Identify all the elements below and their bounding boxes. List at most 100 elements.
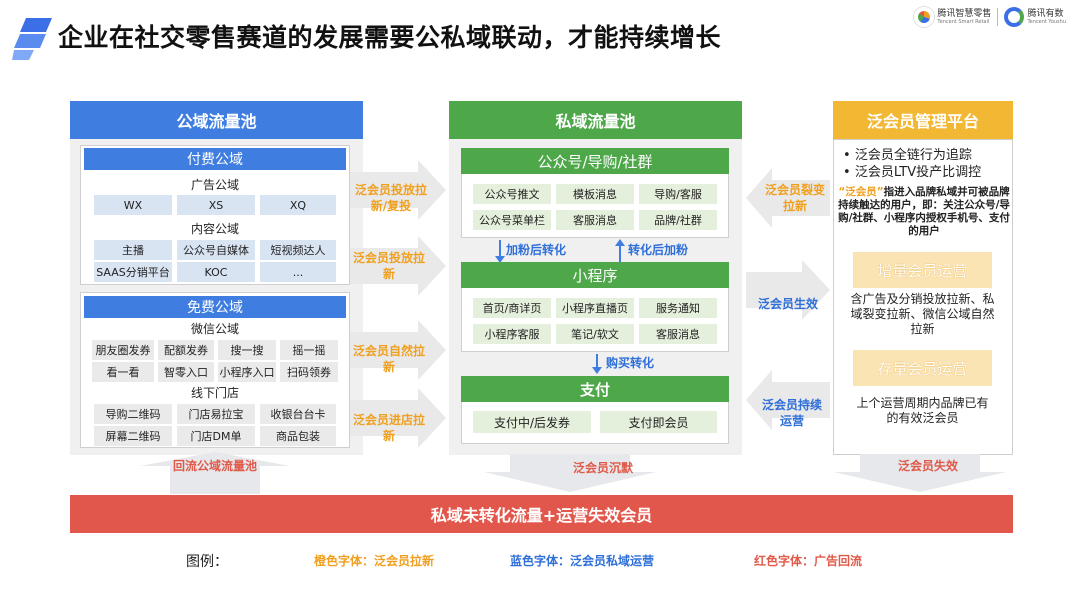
- flow-arrow: [350, 160, 446, 220]
- wechat-channel-cell: 配额发券: [158, 340, 214, 360]
- content-channel-cell: SAAS分销平台: [94, 262, 172, 282]
- growth-ops-header: 增量会员运营: [853, 252, 992, 288]
- member-definition-text: 指进入品牌私域并可被品牌持续触达的用户，即：关注公众号/导购/社群、小程序内授权…: [838, 186, 1010, 237]
- member-definition-highlight: “泛会员”: [838, 186, 884, 198]
- flow-arrow-right: [746, 260, 830, 320]
- oa-header: 公众号/导购/社群: [461, 148, 729, 174]
- growth-ops-text: 含广告及分销投放拉新、私域裂变拉新、微信公域自然拉新: [850, 292, 995, 336]
- label-return-to-public: 回流公域流量池: [172, 459, 257, 473]
- offline-channel-cell: 收银台台卡: [260, 404, 336, 424]
- app-logo-icon: [12, 18, 52, 60]
- arrow-up-head: [615, 239, 625, 246]
- oa-touchpoint-cell: 客服消息: [556, 210, 634, 230]
- brand-divider: [997, 8, 999, 26]
- flow-arrow-left: [746, 168, 830, 228]
- platform-bullet-text: 泛会员LTV投产比调控: [854, 165, 982, 180]
- flow-arrow-down: [834, 454, 1006, 492]
- youshu-logo-icon: [1004, 7, 1025, 27]
- flow-arrow-down: [484, 454, 656, 492]
- payment-header: 支付: [461, 376, 729, 402]
- bottom-flow-arrows: [140, 452, 1006, 494]
- smart-retail-logo-icon: [914, 7, 935, 27]
- ads-channel-cell: WX: [94, 195, 172, 215]
- mini-touchpoint-cell: 服务通知: [639, 298, 717, 318]
- public-to-private-arrows: [350, 160, 446, 448]
- ads-channel-cell: XS: [177, 195, 255, 215]
- oa-touchpoint-cell: 品牌/社群: [639, 210, 717, 230]
- brand-sub: Tencent Youshu: [1027, 19, 1066, 25]
- mini-to-pay-arrow: [592, 354, 602, 374]
- mini-touchpoint-cell: 小程序客服: [473, 324, 551, 344]
- offline-channel-cell: 导购二维码: [94, 404, 172, 424]
- flow-arrow-up: [140, 452, 290, 494]
- content-channel-cell: 公众号自媒体: [177, 240, 255, 260]
- platform-bullet: • 泛会员全链行为追踪: [843, 148, 972, 163]
- content-channel-cell: ...: [260, 262, 336, 282]
- arrow-label-fission-new: 泛会员裂变拉新: [764, 183, 825, 213]
- wechat-channel-cell: 摇一摇: [280, 340, 338, 360]
- label-follow-then-convert: 加粉后转化: [506, 243, 567, 257]
- label-convert-then-follow: 转化后加粉: [628, 243, 689, 257]
- arrow-label-natural-new: 泛会员自然拉新: [352, 344, 425, 374]
- member-platform-header: 泛会员管理平台: [833, 101, 1013, 139]
- arrow-label-member-activate: 泛会员生效: [757, 297, 818, 311]
- arrow-down-head: [592, 367, 602, 374]
- wechat-channel-cell: 搜一搜: [218, 340, 276, 360]
- ads-public-label: 广告公域: [190, 178, 239, 192]
- offline-channel-cell: 门店DM单: [177, 426, 255, 446]
- content-channel-cell: 短视频达人: [260, 240, 336, 260]
- bottom-summary-bar: 私域未转化流量+运营失效会员: [70, 495, 1013, 533]
- private-platform-arrows: [746, 168, 830, 430]
- mini-touchpoint-cell: 首页/商详页: [473, 298, 551, 318]
- label-member-expired: 泛会员失效: [897, 459, 958, 473]
- payment-touchpoint-cell: 支付即会员: [600, 411, 717, 433]
- offline-store-label: 线下门店: [190, 386, 239, 400]
- content-channel-cell: 主播: [94, 240, 172, 260]
- arrow-label-store-new: 泛会员进店拉新: [352, 413, 425, 443]
- brand-youshu: 腾讯有数 Tencent Youshu: [1004, 7, 1066, 27]
- wechat-channel-cell: 朋友圈发券: [92, 340, 154, 360]
- flow-arrow: [350, 388, 446, 448]
- offline-channel-cell: 门店易拉宝: [177, 404, 255, 424]
- brand-name: 腾讯有数: [1027, 9, 1064, 19]
- arrow-label-paid-recruit: 泛会员投放拉新/复投: [354, 183, 427, 213]
- member-definition: “泛会员”指进入品牌私域并可被品牌持续触达的用户，即：关注公众号/导购/社群、小…: [838, 186, 1010, 238]
- public-pool-header: 公域流量池: [70, 101, 363, 139]
- legend-orange: 橙色字体：泛会员拉新: [314, 554, 435, 568]
- brand-sub: Tencent Smart Retail: [937, 19, 990, 25]
- platform-bullet-text: 泛会员全链行为追踪: [854, 148, 972, 163]
- mini-touchpoint-cell: 小程序直播页: [556, 298, 634, 318]
- flow-arrow: [350, 236, 446, 296]
- flow-arrow: [350, 320, 446, 380]
- brand-smart-retail: 腾讯智慧零售 Tencent Smart Retail: [914, 7, 991, 27]
- member-platform-body: [833, 139, 1013, 455]
- arrow-label-paid-new: 泛会员投放拉新: [352, 251, 425, 281]
- label-purchase-conversion: 购买转化: [606, 356, 655, 370]
- content-channel-cell: KOC: [177, 262, 255, 282]
- oa-mini-arrows: [495, 239, 625, 263]
- ads-channel-cell: XQ: [260, 195, 336, 215]
- free-public-header: 免费公域: [84, 296, 346, 318]
- mini-touchpoint-cell: 笔记/软文: [556, 324, 634, 344]
- stock-ops-text: 上个运营周期内品牌已有的有效泛会员: [856, 396, 989, 425]
- oa-touchpoint-cell: 公众号推文: [473, 184, 551, 204]
- content-public-label: 内容公域: [190, 222, 239, 236]
- wechat-channel-cell: 看一看: [92, 362, 154, 382]
- legend-label: 图例：: [186, 554, 228, 570]
- brand-logos: 腾讯智慧零售 Tencent Smart Retail 腾讯有数 Tencent…: [914, 4, 1066, 30]
- flow-arrow-left: [746, 370, 830, 430]
- wechat-channel-cell: 智零入口: [158, 362, 214, 382]
- label-member-silent: 泛会员沉默: [572, 461, 633, 475]
- platform-bullet: • 泛会员LTV投产比调控: [843, 165, 982, 180]
- legend-red: 红色字体：广告回流: [754, 554, 863, 568]
- wechat-channel-cell: 小程序入口: [218, 362, 276, 382]
- payment-touchpoint-cell: 支付中/后发券: [473, 411, 591, 433]
- oa-touchpoint-cell: 公众号菜单栏: [473, 210, 551, 230]
- offline-channel-cell: 商品包装: [260, 426, 336, 446]
- mini-touchpoint-cell: 客服消息: [639, 324, 717, 344]
- oa-touchpoint-cell: 导购/客服: [639, 184, 717, 204]
- offline-channel-cell: 屏幕二维码: [94, 426, 172, 446]
- page-title: 企业在社交零售赛道的发展需要公私域联动，才能持续增长: [58, 23, 722, 52]
- brand-name: 腾讯智慧零售: [937, 9, 992, 19]
- wechat-channel-cell: 扫码领券: [280, 362, 338, 382]
